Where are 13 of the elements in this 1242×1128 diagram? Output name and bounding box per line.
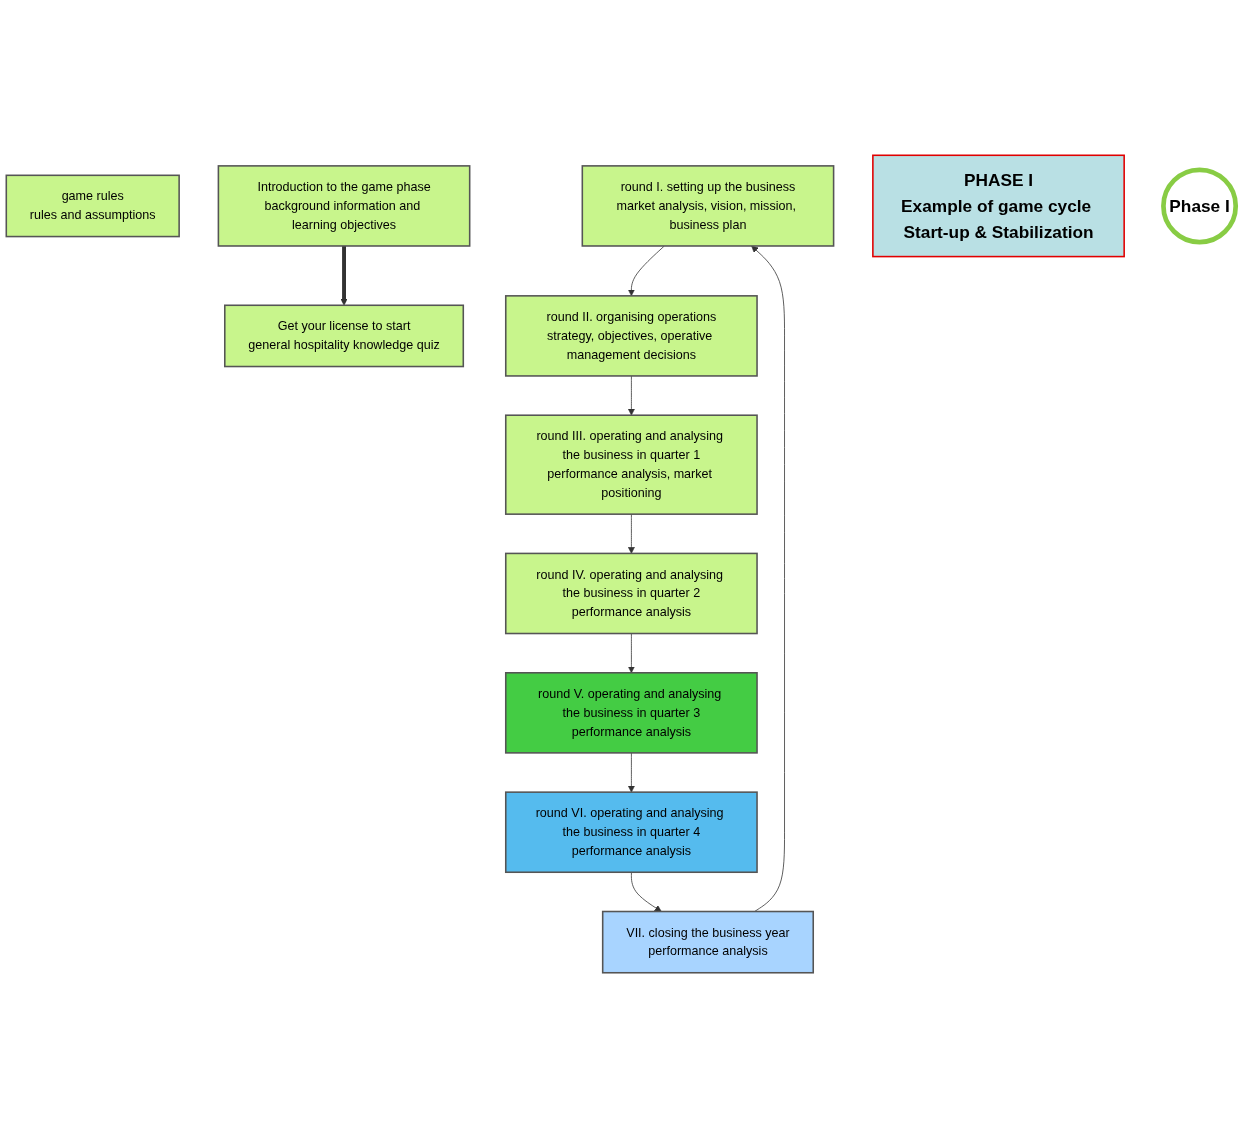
node-box: Get your license to start general hospitality knowledge quiz: [224, 304, 465, 368]
node-box: round I. setting up the business market analysis, vision, mission, business plan: [581, 165, 835, 247]
node-box: game rules rules and assumptions: [5, 174, 180, 238]
node-box: round V. operating and analysing the business in quarter 3 performance analysis: [504, 671, 758, 754]
node-box: VII. closing the business year performance analysis: [601, 910, 814, 974]
node-box: round VI. operating and analysing the business in quarter 4 performance analysis: [504, 791, 758, 873]
node-box: Introduction to the game phase background information and learning objectives: [217, 165, 471, 247]
arrow: [340, 245, 348, 306]
node-box: round III. operating and analysing the business in quarter 1 performance analysis, market positioning: [504, 414, 758, 515]
node-circle: Phase I: [1161, 167, 1239, 245]
node-box: round II. organising operations strategy, objectives, operative management decisions: [504, 295, 758, 377]
node-box: PHASE I Example of game cycle Start-up & Stabilization: [872, 154, 1125, 258]
node-box: round IV. operating and analysing the business in quarter 2 performance analysis: [504, 552, 758, 635]
